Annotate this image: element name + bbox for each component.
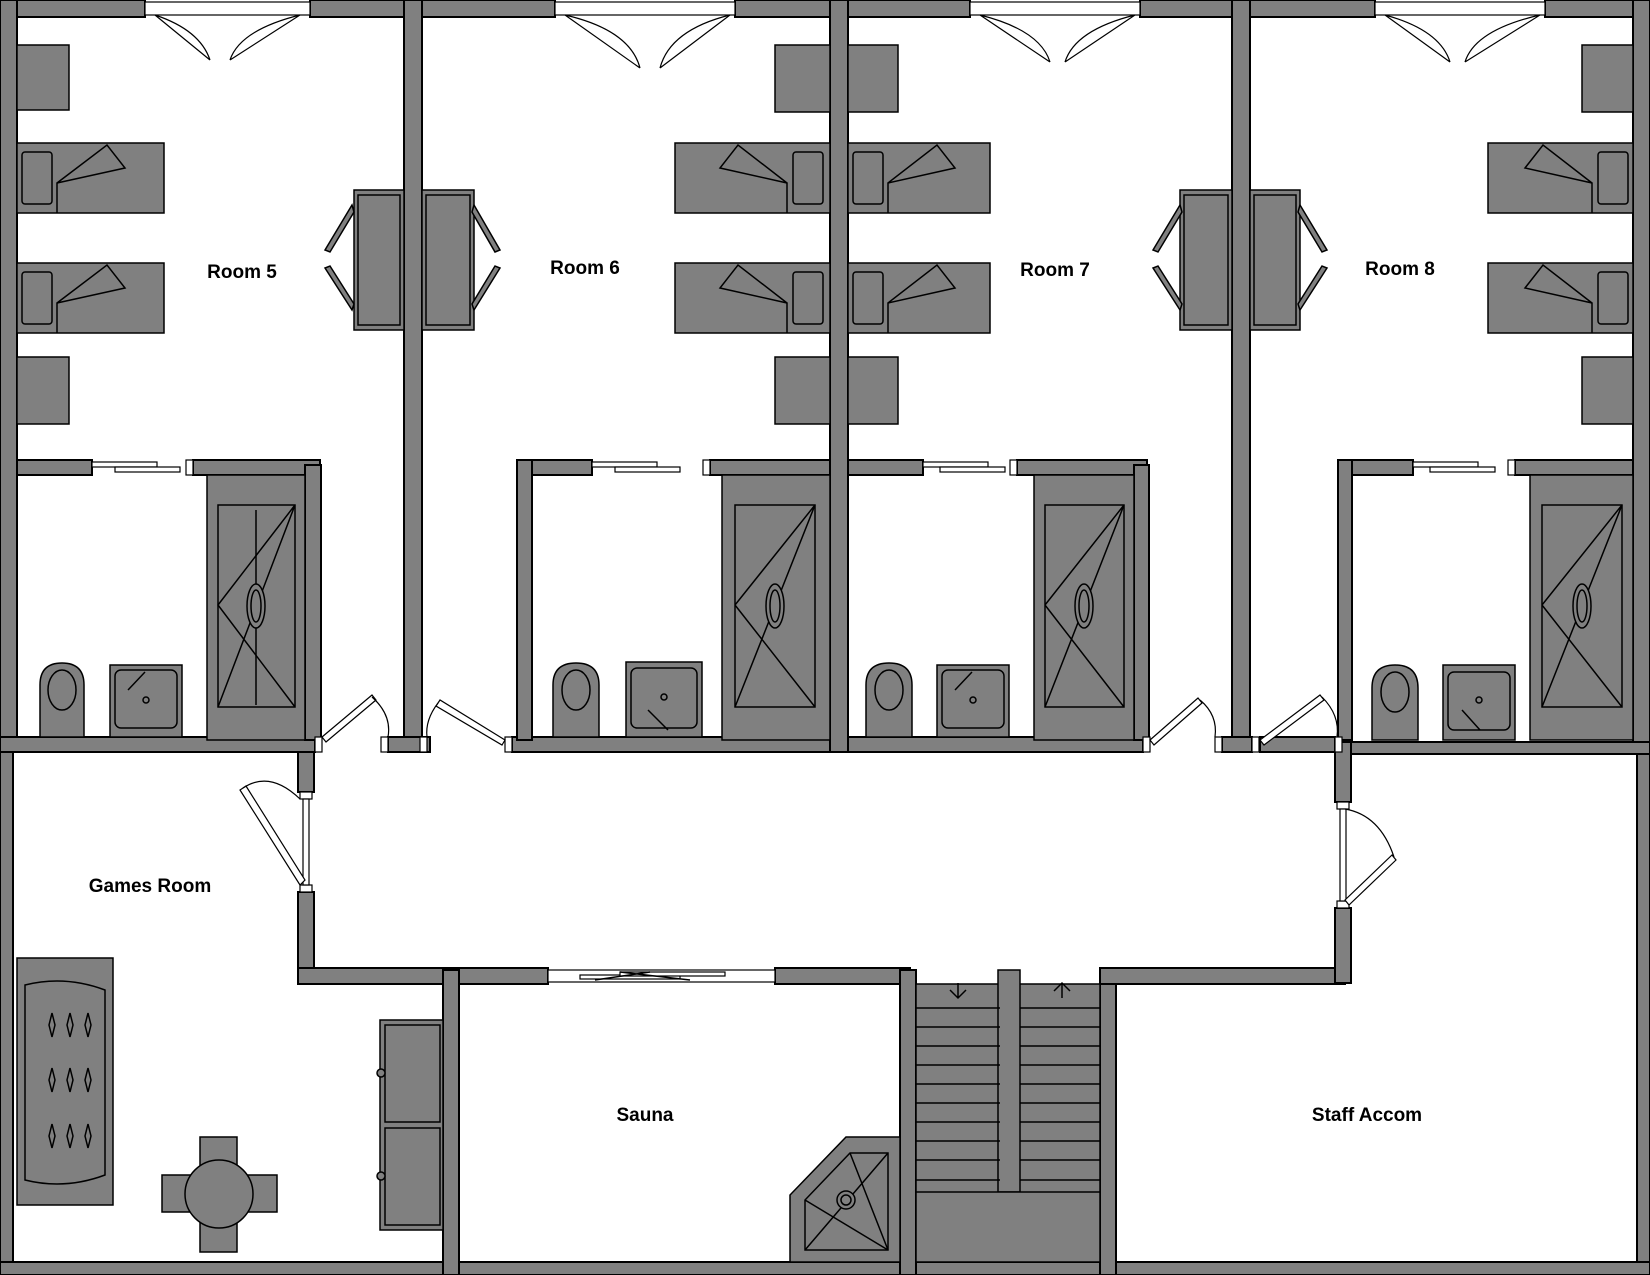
pool-table <box>16 957 114 1206</box>
bed <box>674 142 831 214</box>
arrow-up-icon <box>1053 981 1071 998</box>
bed <box>1487 142 1634 214</box>
cabinet <box>376 1019 444 1231</box>
wardrobe <box>847 44 899 113</box>
door-room-5 <box>314 694 390 753</box>
wardrobe <box>16 356 70 425</box>
top-windows <box>144 1 1546 69</box>
door-games-room <box>239 780 313 893</box>
round-table <box>161 1136 278 1253</box>
label-room-8: Room 8 <box>1365 259 1435 280</box>
bed <box>847 262 991 334</box>
desk <box>1151 189 1233 331</box>
sink <box>625 661 703 738</box>
arrow-down-icon <box>949 983 967 1000</box>
label-room-5: Room 5 <box>207 262 277 283</box>
label-games-room: Games Room <box>89 876 211 897</box>
door-room-7 <box>1142 697 1223 753</box>
wardrobe <box>1581 356 1634 425</box>
bed <box>16 142 165 214</box>
bed <box>674 262 831 334</box>
bathroom-sliding-doors <box>91 459 1516 476</box>
door-sauna <box>547 969 776 983</box>
shower <box>1033 474 1135 741</box>
shower <box>721 474 831 741</box>
window-room-5 <box>144 1 311 61</box>
wardrobe <box>1581 44 1634 113</box>
desk <box>1249 189 1329 331</box>
wardrobe <box>774 356 831 425</box>
wardrobe <box>774 44 831 113</box>
window-room-6 <box>554 1 736 69</box>
sauna-shower <box>789 1136 901 1263</box>
label-room-7: Room 7 <box>1020 260 1090 281</box>
bed <box>847 142 991 214</box>
wardrobe <box>16 44 70 111</box>
sink <box>1442 664 1516 741</box>
room-7-furniture <box>847 44 1233 741</box>
games-room-furniture <box>16 957 444 1253</box>
room-8-furniture <box>1249 44 1634 741</box>
door-room-8 <box>1251 694 1343 753</box>
bed <box>16 262 165 334</box>
toilet <box>1371 664 1419 741</box>
bed <box>1487 262 1634 334</box>
shower <box>206 474 306 741</box>
desk <box>421 189 502 331</box>
sink <box>109 664 183 738</box>
label-staff-accom: Staff Accom <box>1312 1105 1422 1126</box>
window-room-8 <box>1374 1 1546 63</box>
toilet <box>865 662 913 738</box>
wardrobe <box>847 356 899 425</box>
staircase <box>915 969 1101 1263</box>
window-room-7 <box>969 1 1141 63</box>
desk <box>323 189 405 331</box>
toilet <box>552 662 600 738</box>
label-sauna: Sauna <box>616 1105 673 1126</box>
shower <box>1529 474 1634 741</box>
toilet <box>39 662 85 738</box>
door-room-6 <box>419 699 513 753</box>
diamond-star-icon <box>48 1012 92 1149</box>
door-staff-accom <box>1336 801 1397 909</box>
room-6-furniture <box>421 44 831 741</box>
entry-doors <box>239 694 1397 983</box>
room-labels: Room 5 Room 6 Room 7 Room 8 Games Room S… <box>89 258 1435 1126</box>
room-5-furniture <box>16 44 405 741</box>
sink <box>936 664 1010 738</box>
label-room-6: Room 6 <box>550 258 620 279</box>
